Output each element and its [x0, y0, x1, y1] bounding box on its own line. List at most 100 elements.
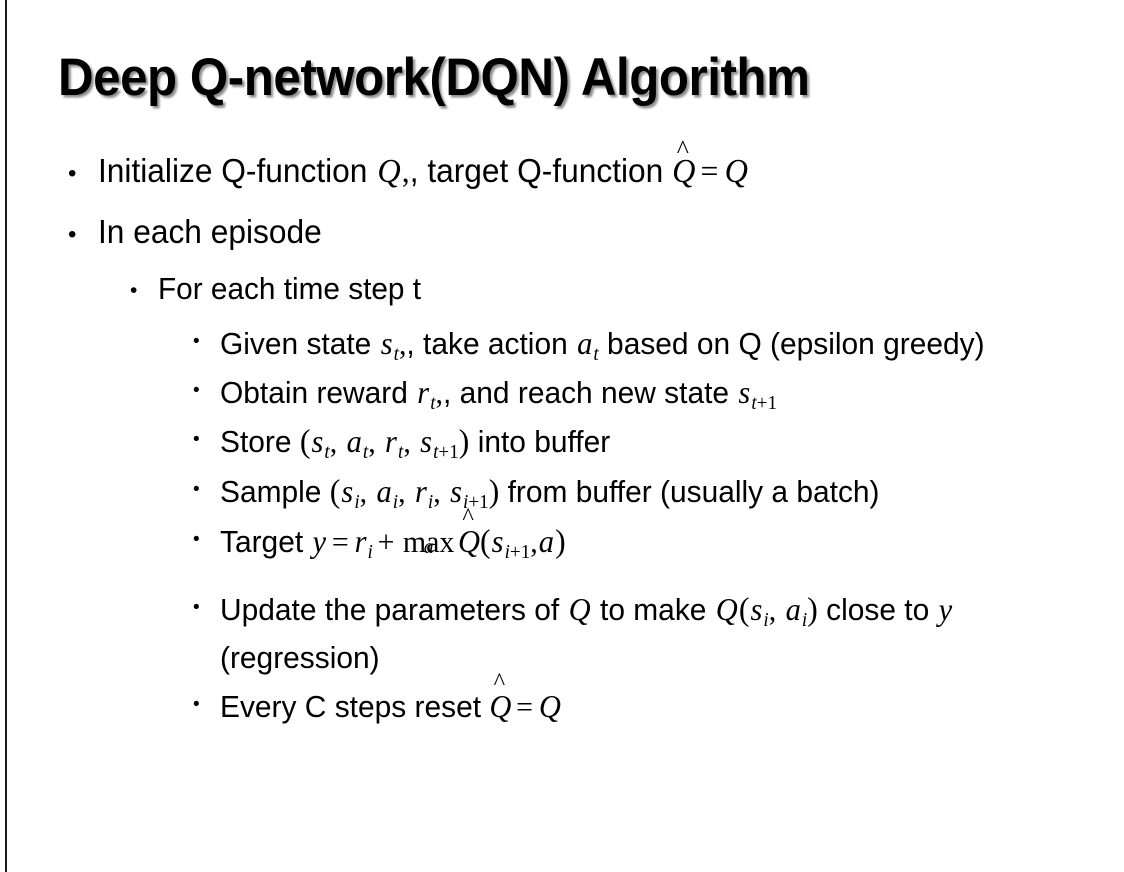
symbol-a: a — [785, 592, 801, 627]
sub-plus: + — [468, 490, 480, 513]
comma: , — [368, 424, 376, 459]
bullet-glyph: • — [193, 429, 200, 450]
bullet-glyph: • — [193, 380, 200, 401]
paren-close: ) — [488, 474, 500, 510]
update-middle: to make — [591, 592, 715, 627]
bullet-every-c-steps: • Every C steps reset ^Q=Q — [0, 670, 1124, 730]
sub-one: 1 — [449, 440, 459, 463]
symbol-Q-hat: ^Q — [457, 505, 481, 565]
subscript-i: i — [801, 608, 808, 631]
symbol-Q-hat-base: Q — [457, 524, 481, 559]
update-end: (regression) — [220, 640, 380, 675]
bullet-sample-text: Sample (si, ai, ri, si+1) from buffer (u… — [220, 468, 1075, 516]
initialize-prefix: Initialize Q-function — [98, 152, 377, 189]
hat-accent: ^ — [676, 133, 689, 164]
symbol-r: r — [354, 524, 367, 559]
sub-plus: + — [438, 440, 450, 463]
subscript-i: i — [354, 490, 360, 513]
symbol-y: y — [938, 592, 953, 627]
given-state-prefix: Given state — [220, 326, 380, 361]
bullet-update: • Update the parameters of Q to make Q(s… — [0, 586, 1124, 681]
symbol-r: r — [385, 424, 397, 459]
operator-equals: = — [331, 524, 349, 559]
symbol-r: r — [414, 474, 427, 509]
subscript-t: t — [593, 342, 599, 365]
bullet-for-each-time-step-text: For each time step t — [158, 271, 421, 306]
paren-open: ( — [480, 524, 491, 560]
sample-prefix: Sample — [220, 474, 330, 509]
sample-suffix: from buffer (usually a batch) — [499, 474, 880, 509]
paren-close: ) — [807, 592, 818, 628]
subscript-t: t — [397, 440, 404, 463]
symbol-s: s — [311, 424, 324, 459]
symbol-Q: Q — [538, 689, 561, 724]
sub-plus: + — [509, 540, 521, 563]
subscript-i: i — [427, 490, 434, 513]
symbol-Q: Q — [724, 153, 748, 190]
comma: , — [398, 474, 406, 509]
bullet-store-text: Store (st, at, rt, st+1) into buffer — [220, 418, 1075, 466]
bullet-for-each-time-step: • For each time step t — [0, 268, 1124, 310]
subscript-t: t — [393, 342, 399, 365]
given-state-middle: , take action — [406, 326, 577, 361]
hat-accent: ^ — [462, 503, 474, 532]
bullet-glyph: • — [68, 221, 77, 248]
sub-i: i — [463, 490, 469, 513]
paren-open: ( — [299, 424, 311, 460]
operator-plus: + — [377, 524, 395, 559]
symbol-s: s — [450, 474, 462, 509]
symbol-s: s — [750, 592, 763, 627]
hat-accent: ^ — [493, 668, 506, 697]
subscript-i-plus-1: i+1 — [463, 491, 489, 513]
target-prefix: Target — [220, 524, 312, 559]
bullet-every-c-steps-text: Every C steps reset ^Q=Q — [220, 670, 1075, 730]
update-suffix: close to — [817, 592, 938, 627]
comma: , — [401, 154, 410, 190]
sub-i: i — [504, 540, 510, 563]
symbol-Q: Q — [568, 592, 591, 627]
symbol-a: a — [538, 524, 555, 559]
symbol-y: y — [312, 524, 327, 559]
slide-body: • Initialize Q-function Q,, target Q-fun… — [0, 135, 1124, 732]
symbol-r: r — [417, 375, 430, 410]
comma: , — [359, 474, 368, 509]
paren-close: ) — [555, 524, 566, 560]
comma: , — [398, 326, 407, 361]
subscript-t-plus-1: t+1 — [433, 441, 459, 463]
bullet-in-each-episode-text: In each episode — [98, 213, 322, 250]
bullet-store: • Store (st, at, rt, st+1) into buffer — [0, 418, 1124, 466]
subscript-t: t — [324, 440, 330, 463]
comma: , — [435, 375, 444, 410]
sub-plus: + — [756, 391, 768, 414]
bullet-glyph: • — [130, 279, 138, 302]
bullet-given-state: • Given state st,, take action at based … — [0, 320, 1124, 367]
operator-equals: = — [516, 689, 534, 724]
comma: , — [329, 424, 338, 459]
max-limit-a: a — [423, 536, 434, 559]
symbol-Q-hat: ^Q — [672, 135, 695, 194]
bullet-glyph: • — [193, 479, 200, 500]
paren-open: ( — [738, 592, 750, 628]
paren-open: ( — [329, 474, 341, 510]
store-suffix: into buffer — [469, 424, 611, 459]
comma: , — [403, 424, 411, 459]
subscript-t-plus-1: t+1 — [751, 392, 777, 414]
comma: , — [530, 524, 538, 559]
bullet-update-text: Update the parameters of Q to make Q(si,… — [220, 586, 1075, 681]
symbol-s: s — [420, 424, 433, 459]
symbol-Q: Q — [715, 592, 738, 627]
sub-t: t — [433, 440, 439, 463]
bullet-glyph: • — [193, 331, 200, 352]
slide-title: Deep Q-network(DQN) Algorithm — [58, 48, 810, 107]
subscript-t: t — [362, 440, 369, 463]
symbol-Q-hat-base: Q — [489, 689, 512, 724]
symbol-a: a — [376, 474, 392, 509]
paren-close: ) — [458, 424, 470, 460]
subscript-i-plus-1: i+1 — [505, 541, 531, 563]
bullet-in-each-episode: • In each episode — [0, 209, 1124, 254]
symbol-s: s — [380, 326, 393, 361]
bullet-glyph: • — [68, 160, 77, 187]
comma: , — [433, 474, 441, 509]
subscript-i: i — [367, 540, 373, 563]
